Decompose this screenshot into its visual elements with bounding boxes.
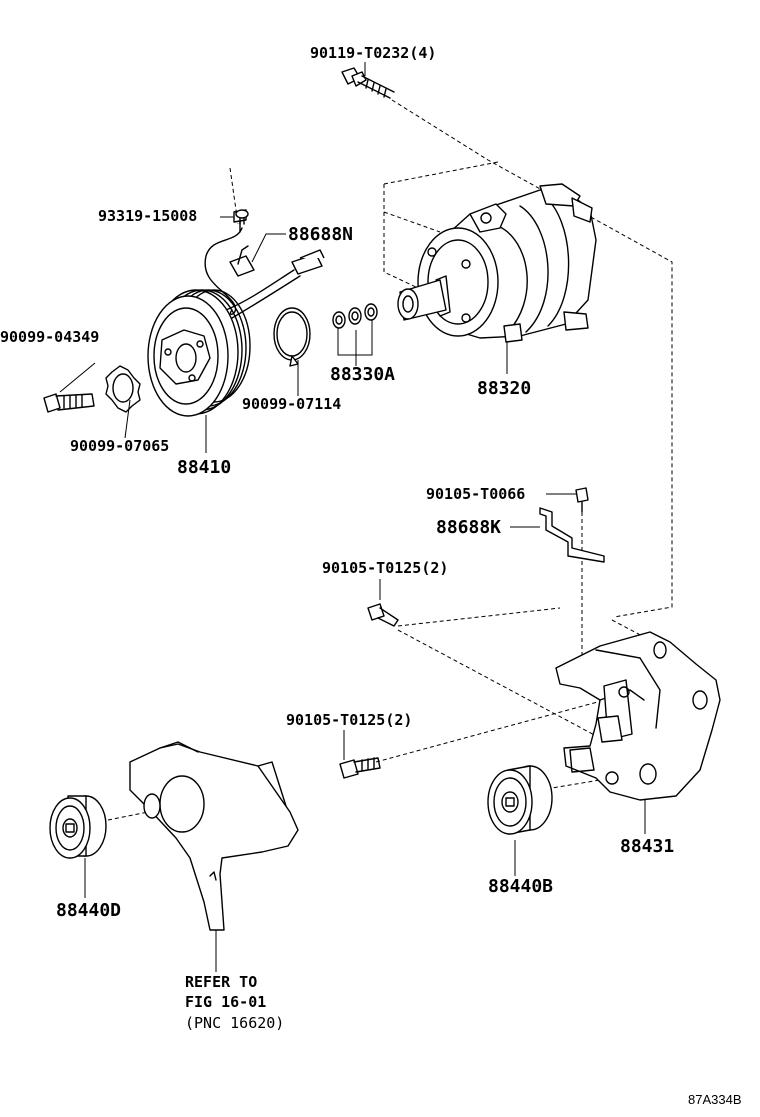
refer-bracket-shape [129, 741, 299, 931]
idler-right-shape [487, 765, 553, 835]
refer-line-1: REFER TO [185, 973, 258, 991]
assembly-lines [107, 62, 673, 821]
refer-line-3: (PNC 16620) [185, 1014, 285, 1032]
clutch-pulley-shape [147, 289, 251, 417]
label-snap-ring: 90099-07114 [242, 395, 342, 413]
screw-small-shape [235, 209, 249, 225]
diagram-code: 87A334B [688, 1092, 742, 1107]
label-bolt-mid-2: 90105-T0125(2) [286, 711, 413, 729]
small-bracket-shape [539, 487, 605, 563]
label-wire-harness: 88688N [288, 224, 354, 245]
label-idler-right: 88440B [488, 876, 554, 897]
label-compressor: 88320 [477, 378, 532, 399]
bolt-mid-2-shape [339, 757, 381, 779]
label-bracket-main: 88431 [620, 836, 675, 857]
label-screw-small: 93319-15008 [98, 207, 198, 225]
lock-washer-shape [105, 365, 141, 413]
refer-line-2: FIG 16-01 [185, 993, 267, 1011]
leader-lines [59, 216, 646, 972]
shims-shape [332, 303, 378, 329]
label-idler-left: 88440D [56, 900, 122, 921]
label-bracket-small: 88688K [436, 517, 502, 538]
label-bolt-top: 90119-T0232(4) [310, 44, 437, 62]
label-bolt-bracket-small: 90105-T0066 [426, 485, 526, 503]
label-shim-set: 88330A [330, 364, 396, 385]
bolt-top-shape [341, 67, 395, 99]
bolt-mid-1-shape [367, 603, 399, 627]
wire-harness-shape [204, 209, 325, 319]
label-clutch-pulley: 88410 [177, 457, 232, 478]
main-bracket-shape [555, 631, 721, 801]
idler-left-shape [49, 795, 107, 859]
compressor-shape [397, 183, 597, 343]
label-bolt-mid-1: 90105-T0125(2) [322, 559, 449, 577]
bolt-left-shape [43, 393, 95, 413]
snap-ring-shape [273, 307, 311, 367]
label-washer-clip: 90099-07065 [70, 437, 170, 455]
label-bolt-left: 90099-04349 [0, 328, 100, 346]
